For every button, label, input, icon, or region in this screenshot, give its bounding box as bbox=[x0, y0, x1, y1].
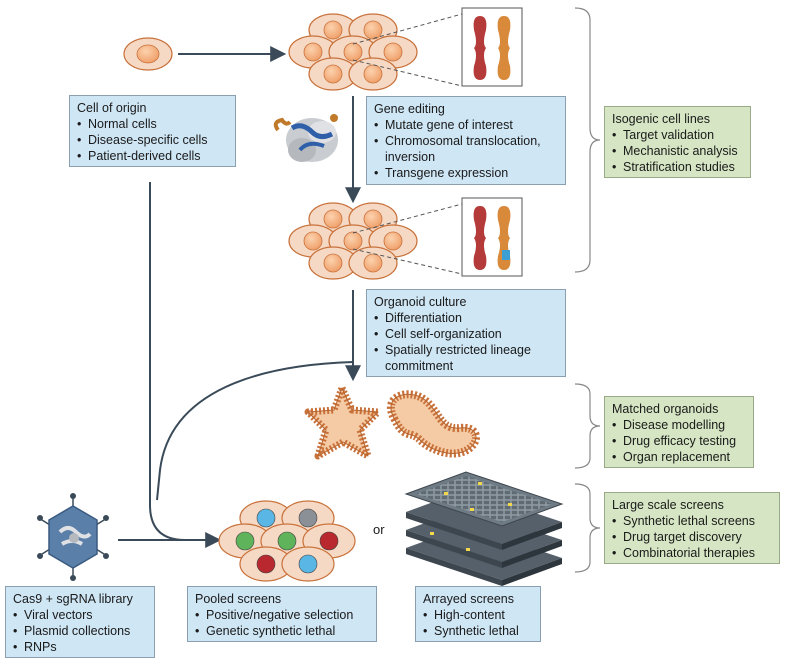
list-item: Combinatorial therapies bbox=[612, 545, 772, 561]
box-title: Cas9 + sgRNA library bbox=[13, 592, 133, 606]
box-cas9-sgrna-library: Cas9 + sgRNA library Viral vectors Plasm… bbox=[5, 586, 155, 658]
list-item: High-content bbox=[423, 607, 533, 623]
list-item: Plasmid collections bbox=[13, 623, 147, 639]
list-item: Mutate gene of interest bbox=[374, 117, 558, 133]
box-cell-of-origin: Cell of origin Normal cells Disease-spec… bbox=[69, 95, 236, 167]
list-item: Mechanistic analysis bbox=[612, 143, 743, 159]
list-item: RNPs bbox=[13, 639, 147, 655]
pooled-screen-nuclei bbox=[235, 508, 339, 574]
list-item: Normal cells bbox=[77, 116, 228, 132]
curve-organoid-to-pooled bbox=[156, 361, 354, 501]
list-item: Stratification studies bbox=[612, 159, 743, 175]
box-arrayed-screens: Arrayed screens High-content Synthetic l… bbox=[415, 586, 541, 642]
box-title: Cell of origin bbox=[77, 101, 147, 115]
list-item: Organ replacement bbox=[612, 449, 746, 465]
arrow-origin-to-pooled bbox=[149, 182, 222, 548]
list-item: Disease-specific cells bbox=[77, 132, 228, 148]
box-matched-organoids: Matched organoids Disease modelling Drug… bbox=[604, 396, 754, 468]
list-item: Drug efficacy testing bbox=[612, 433, 746, 449]
arrayed-screen-plates bbox=[404, 471, 564, 586]
virus-icon bbox=[37, 493, 109, 581]
or-label: or bbox=[373, 522, 385, 537]
box-title: Gene editing bbox=[374, 102, 445, 116]
list-item: Patient-derived cells bbox=[77, 148, 228, 164]
box-isogenic-cell-lines: Isogenic cell lines Target validation Me… bbox=[604, 106, 751, 178]
list-item: Cell self-organization bbox=[374, 326, 558, 342]
chromosome-panel-top bbox=[461, 7, 523, 87]
box-title: Isogenic cell lines bbox=[612, 112, 710, 126]
zoom-lines-middle bbox=[352, 203, 463, 275]
box-organoid-culture: Organoid culture Differentiation Cell se… bbox=[366, 289, 566, 377]
list-item: Synthetic lethal screens bbox=[612, 513, 772, 529]
box-large-scale-screens: Large scale screens Synthetic lethal scr… bbox=[604, 492, 780, 564]
list-item: Synthetic lethal bbox=[423, 623, 533, 639]
cell-cluster-edited bbox=[288, 202, 418, 280]
origin-cell bbox=[123, 37, 173, 71]
list-item: Genetic synthetic lethal bbox=[195, 623, 369, 639]
bracket-large-scale bbox=[574, 483, 601, 573]
list-item: Drug target discovery bbox=[612, 529, 772, 545]
bracket-isogenic bbox=[574, 7, 601, 273]
box-title: Arrayed screens bbox=[423, 592, 515, 606]
box-title: Large scale screens bbox=[612, 498, 724, 512]
organoid-star bbox=[304, 384, 382, 460]
box-title: Organoid culture bbox=[374, 295, 467, 309]
chromosome-panel-edited bbox=[461, 197, 523, 277]
list-item: Disease modelling bbox=[612, 417, 746, 433]
box-title: Pooled screens bbox=[195, 592, 282, 606]
box-title: Matched organoids bbox=[612, 402, 719, 416]
list-item: Viral vectors bbox=[13, 607, 147, 623]
cas9-protein-structure bbox=[273, 114, 338, 162]
list-item: Differentiation bbox=[374, 310, 558, 326]
list-item: Chromosomal translocation, inversion bbox=[374, 133, 558, 165]
bracket-matched bbox=[574, 383, 601, 469]
organoid-tube bbox=[387, 390, 480, 458]
list-item: Target validation bbox=[612, 127, 743, 143]
list-item: Spatially restricted lineage commitment bbox=[374, 342, 558, 374]
list-item: Transgene expression bbox=[374, 165, 558, 181]
cell-cluster-top bbox=[288, 13, 418, 91]
box-gene-editing: Gene editing Mutate gene of interest Chr… bbox=[366, 96, 566, 185]
list-item: Positive/negative selection bbox=[195, 607, 369, 623]
box-pooled-screens: Pooled screens Positive/negative selecti… bbox=[187, 586, 377, 642]
zoom-lines-top bbox=[352, 13, 463, 87]
